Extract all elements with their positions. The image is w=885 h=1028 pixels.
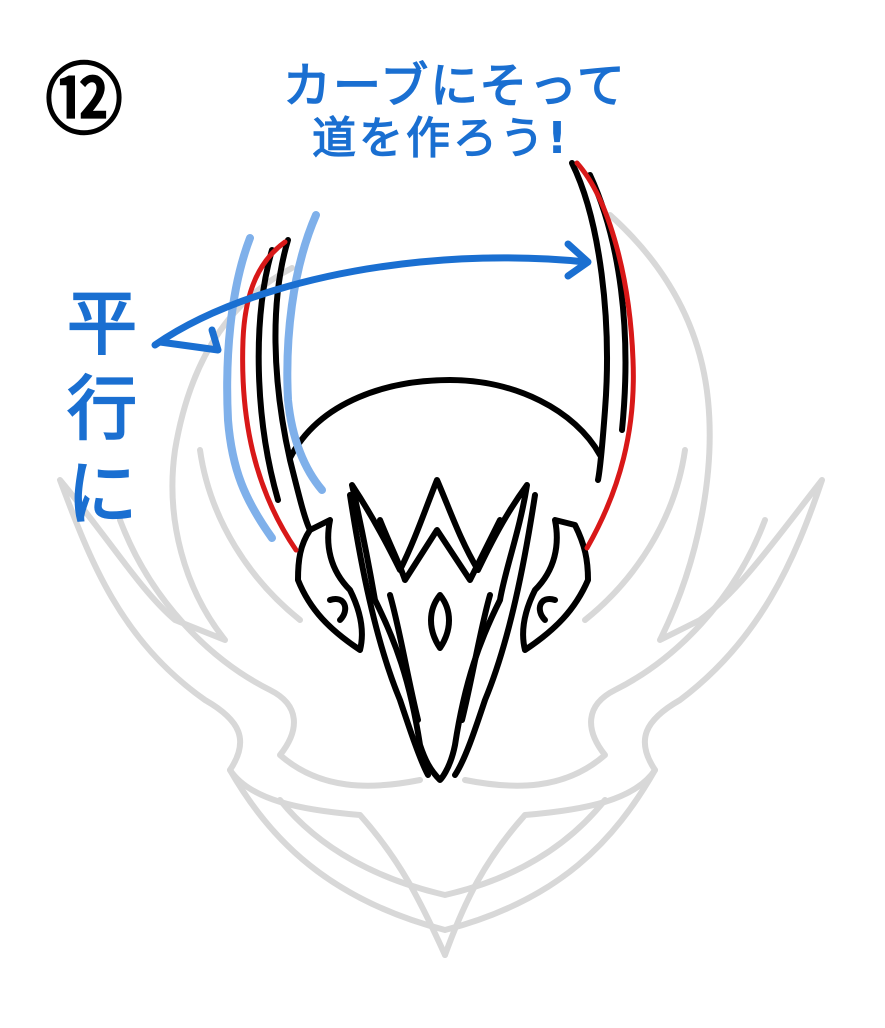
left-cheek-hook — [327, 596, 349, 623]
blue-guides — [151, 211, 592, 542]
right-side-panel — [452, 492, 538, 778]
right-cheek-hook — [536, 596, 558, 623]
arrow-head-right — [564, 240, 592, 280]
guide-right-cheek — [582, 447, 688, 623]
arrow-curve — [151, 254, 589, 349]
annotation-side-text: 平行に — [67, 283, 137, 535]
guide-sketch — [57, 212, 825, 958]
guide-left-wing-inner — [117, 517, 423, 789]
arrow-head-left — [156, 326, 222, 354]
guide-right-wing-inner — [462, 517, 768, 789]
parallel-guide-1 — [223, 234, 276, 542]
guide-chin-inner — [277, 797, 608, 898]
face-plate-left — [387, 592, 421, 723]
face-plate-right — [459, 592, 493, 723]
face-gem — [428, 592, 452, 651]
left-horn-inner — [255, 247, 281, 503]
guide-chin-outer — [227, 767, 658, 933]
right-horn-red-outline — [574, 160, 636, 551]
guide-left-cheek — [197, 447, 303, 623]
left-horn-red-outline — [240, 239, 299, 553]
crown-inner — [377, 517, 503, 583]
guide-right-wing-outer — [442, 212, 825, 958]
crown-center — [349, 477, 530, 783]
right-horn — [569, 160, 610, 483]
left-side-panel — [347, 492, 431, 778]
step-number-badge: ⑫ — [44, 56, 123, 146]
left-cheek-guard — [295, 517, 365, 653]
parallel-guide-2 — [283, 211, 326, 494]
annotation-top-line-1: カーブにそって — [283, 58, 627, 114]
highlight-lines — [240, 160, 636, 553]
guide-left-wing-outer — [57, 265, 448, 958]
right-cheek-guard — [520, 517, 591, 653]
annotation-top-line-2: 道を作ろう! — [312, 113, 571, 164]
helmet-lineart — [255, 160, 629, 783]
helmet-dome — [287, 377, 603, 461]
